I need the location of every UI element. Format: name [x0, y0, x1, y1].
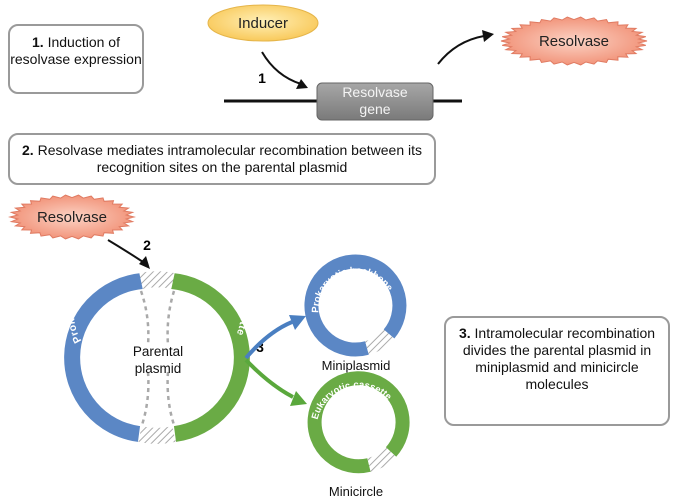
arrow-2	[107, 239, 144, 263]
arrow-to-minicircle-head	[290, 391, 307, 406]
arrow-to-miniplasmid	[244, 320, 293, 360]
parental-plasmid: Prokaryotic backbone Eukaryotic cassette…	[64, 254, 250, 444]
resolvase-gene-block	[316, 82, 434, 121]
recombination-line-right-top	[166, 290, 176, 346]
step-3-text: Intramolecular recombination divides the…	[462, 325, 656, 392]
recombination-line-left-top	[139, 290, 150, 346]
step-2-box: 2. Resolvase mediates intramolecular rec…	[8, 133, 436, 185]
minicircle-site	[366, 446, 397, 472]
arrow-to-minicircle	[244, 358, 294, 399]
step-3-box: 3. Intramolecular recombination divides …	[444, 316, 670, 426]
arrow-3-number: 3	[256, 339, 264, 355]
resolvase-left-shape	[8, 194, 136, 240]
parental-label-line1: Parental	[133, 344, 183, 359]
expression-arrow-head	[482, 30, 494, 42]
parental-label-line2: plasmid	[135, 361, 182, 376]
arrow-1-number: 1	[258, 70, 266, 86]
miniplasmid: Prokaryotic backbone Miniplasmid	[304, 254, 407, 373]
resolvase-top-shape	[500, 16, 648, 66]
step-1-box: 1. Induction of resolvase expression	[8, 24, 144, 94]
recognition-site-bottom	[138, 426, 176, 444]
step-1-number: 1.	[32, 34, 44, 50]
parental-cassette-arc	[171, 273, 250, 442]
recombination-line-left-bottom	[140, 371, 150, 426]
recognition-site-top	[139, 271, 175, 289]
arrow-1-head	[296, 79, 308, 89]
resolvase-top-label: Resolvase	[539, 33, 609, 50]
inducer-label: Inducer	[238, 15, 288, 32]
resolvase-left-label: Resolvase	[37, 209, 107, 226]
step-3-number: 3.	[458, 325, 471, 341]
minicircle-label: Minicircle	[329, 484, 383, 499]
gene-label-line2: gene	[359, 101, 390, 117]
arrow-to-miniplasmid-head	[289, 315, 306, 330]
minicircle: Eukaryotic cassette Minicircle	[307, 371, 410, 499]
miniplasmid-label: Miniplasmid	[322, 358, 391, 373]
recombination-line-right-bottom	[166, 371, 176, 426]
arrow-2-head	[139, 256, 150, 269]
minicircle-cassette-arc	[307, 371, 410, 474]
miniplasmid-backbone-arc	[304, 254, 407, 357]
inducer-ellipse	[207, 4, 319, 42]
arrow-2-number: 2	[143, 237, 151, 253]
gene-label-line1: Resolvase	[342, 84, 408, 100]
expression-arrow	[437, 35, 485, 65]
parental-backbone-arc	[64, 273, 143, 442]
step-2-text: Resolvase mediates intramolecular recomb…	[37, 142, 422, 175]
step-1-text: Induction of resolvase expression	[10, 34, 142, 67]
arrow-1	[261, 51, 302, 85]
step-2-number: 2.	[22, 142, 34, 158]
miniplasmid-site	[364, 329, 395, 355]
